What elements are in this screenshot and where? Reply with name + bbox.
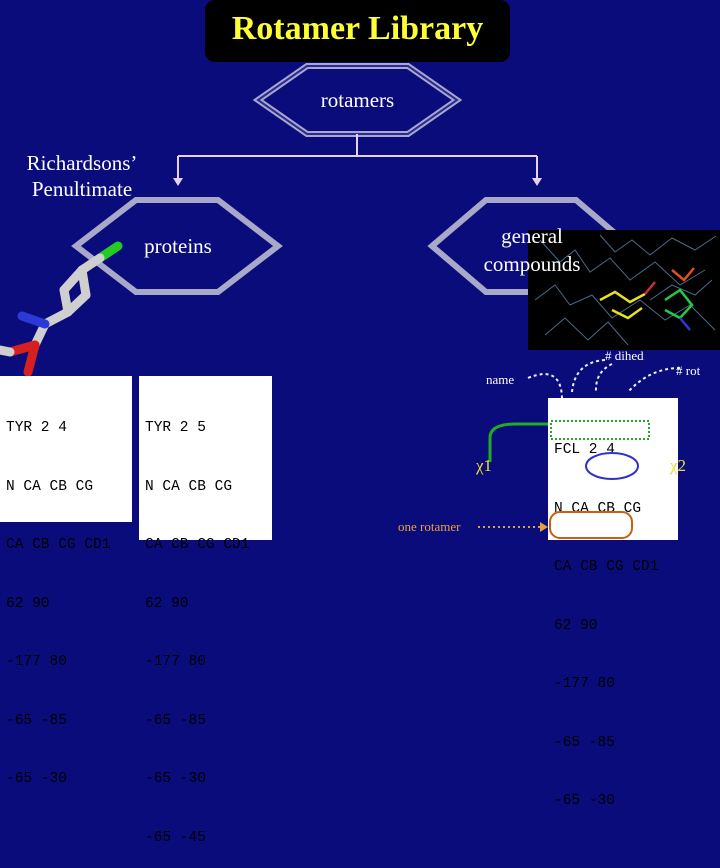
root-label: rotamers (320, 88, 395, 112)
compound-structure-image (528, 230, 720, 350)
page-title: Rotamer Library (231, 10, 484, 47)
tyr-code-box-b: TYR 2 5 N CA CB CG CA CB CG CD1 62 90 -1… (139, 376, 272, 846)
fcl-code-box: FCL 2 4 N CA CB CG CA CB CG CD1 62 90 -1… (548, 398, 678, 809)
dihed-label: # dihed (605, 348, 644, 363)
compounds-label: general compounds (483, 224, 581, 276)
source-label: Richardsons’ Penultimate (26, 151, 138, 201)
code-line: CA CB CG CD1 (145, 537, 250, 553)
rot-arrow (627, 367, 681, 393)
chi1-label: χ1 (476, 456, 493, 475)
chi2-label: χ2 (670, 456, 687, 475)
code-line: -65 -85 (145, 712, 206, 729)
root-hexagon-inner (256, 65, 459, 135)
code-line: N CA CB CG (145, 478, 233, 495)
rot-label: # rot (676, 363, 701, 378)
code-line: -65 -30 (145, 771, 206, 787)
code-line: 62 90 (145, 595, 189, 612)
code-line: CA CB CG CD1 (554, 559, 659, 575)
code-line: N CA CB CG (554, 500, 642, 517)
tree-right-arrow (532, 178, 542, 186)
tyrosine-molecule-image (0, 241, 123, 377)
code-line: -65 -45 (145, 829, 206, 846)
proteins-hexagon (71, 197, 283, 295)
name-label: name (486, 372, 515, 387)
chi1-arrow (488, 422, 548, 462)
code-line: CA CB CG CD1 (6, 537, 111, 553)
code-line: -65 -30 (554, 793, 615, 809)
code-line: -177 80 (554, 676, 615, 692)
diagram-canvas (0, 63, 720, 532)
code-line: -65 -85 (6, 712, 67, 729)
code-line: -177 80 (145, 654, 206, 670)
one-rotamer-label: one rotamer (398, 519, 461, 534)
code-line: 62 90 (6, 595, 50, 612)
proteins-label: proteins (144, 234, 212, 258)
code-line: N CA CB CG (6, 478, 94, 495)
title-box (205, 0, 510, 62)
code-line: FCL 2 4 (554, 442, 615, 458)
code-line: TYR 2 4 (6, 420, 67, 436)
code-line: -65 -30 (6, 771, 67, 787)
name-arrow (527, 373, 563, 401)
code-line: -177 80 (6, 654, 67, 670)
code-line: TYR 2 5 (145, 420, 206, 436)
dihed-arrows (571, 359, 613, 393)
code-line: -65 -85 (554, 734, 615, 751)
tyr-code-box-a: TYR 2 4 N CA CB CG CA CB CG CD1 62 90 -1… (0, 376, 132, 787)
tree-left-arrow (173, 178, 183, 186)
code-line: 62 90 (554, 617, 598, 634)
